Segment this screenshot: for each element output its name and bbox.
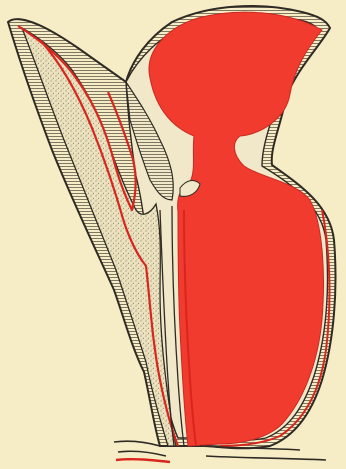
bottom-red-duct	[116, 459, 170, 462]
bottom-left-duct	[114, 441, 166, 456]
bottom-right-duct	[200, 446, 326, 460]
